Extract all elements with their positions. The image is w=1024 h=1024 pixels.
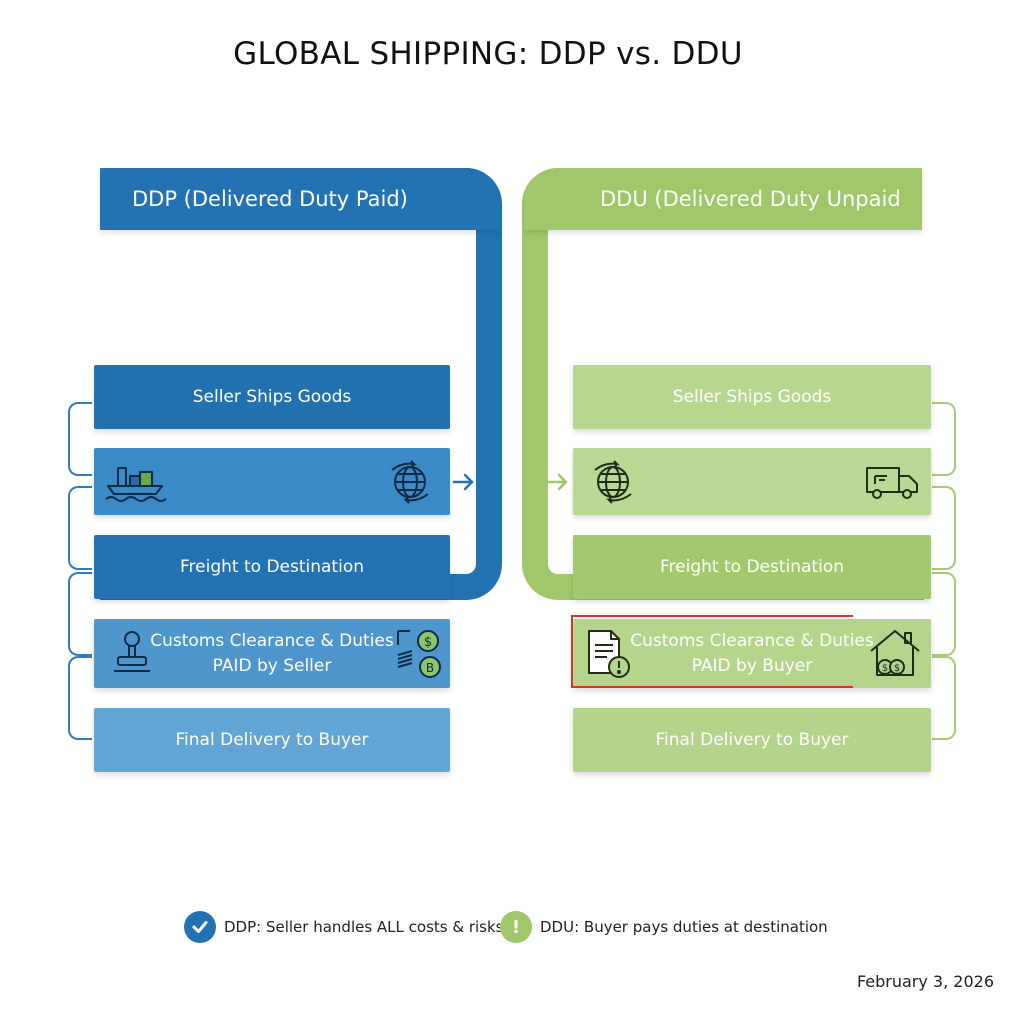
ddp-step-label: Final Delivery to Buyer (175, 730, 369, 750)
ddu-step-label: Freight to Destination (660, 557, 844, 577)
ddu-customs-text: Customs Clearance & Duties PAID by Buyer (630, 629, 873, 679)
ddp-customs-line1: Customs Clearance & Duties (150, 630, 394, 651)
delivery-truck-icon (866, 467, 918, 499)
stamp-icon (114, 631, 150, 672)
page-title: GLOBAL SHIPPING: DDP vs. DDU (233, 36, 743, 72)
svg-text:B: B (426, 661, 434, 675)
legend-ddu-text: DDU: Buyer pays duties at destination (540, 918, 828, 936)
arrow-right-icon (546, 473, 568, 491)
ddu-step-transport-icons (573, 448, 931, 515)
ddu-connector (932, 402, 956, 476)
ddu-connector (932, 656, 956, 740)
exclamation-icon: ! (500, 911, 532, 943)
ddp-step-label: Seller Ships Goods (192, 387, 352, 407)
svg-text:$: $ (882, 663, 888, 674)
date-label: February 3, 2026 (856, 972, 994, 991)
legend-ddp-text: DDP: Seller handles ALL costs & risks (224, 918, 504, 936)
ddp-step-customs: Customs Clearance & Duties PAID by Selle… (94, 619, 450, 688)
ddu-step-label: Final Delivery to Buyer (655, 730, 849, 750)
document-alert-icon (588, 630, 630, 678)
ddp-header: DDP (Delivered Duty Paid) (100, 168, 500, 230)
ddp-step-transport-icons (94, 448, 450, 515)
ddu-step-final-delivery: Final Delivery to Buyer (573, 708, 931, 772)
legend-ddp: DDP: Seller handles ALL costs & risks (184, 910, 504, 944)
ddu-step-label: Seller Ships Goods (672, 387, 832, 407)
arrow-right-icon (452, 473, 474, 491)
house-money-icon: $ $ (870, 630, 920, 676)
ddu-connector (932, 486, 956, 570)
ddp-connector (68, 572, 92, 656)
ddp-connector (68, 656, 92, 740)
ddu-customs-line1: Customs Clearance & Duties (630, 630, 874, 651)
ddp-step-seller-ships: Seller Ships Goods (94, 365, 450, 429)
globe-icon (391, 460, 429, 504)
money-stack-icon: $ B (397, 630, 441, 678)
ddu-customs-line2: PAID by Buyer (691, 655, 813, 676)
cargo-ship-icon (105, 467, 167, 502)
svg-text:$: $ (894, 663, 900, 674)
ddp-connector (68, 486, 92, 570)
checkmark-icon (184, 911, 216, 943)
globe-icon (594, 460, 632, 504)
ddu-step-seller-ships: Seller Ships Goods (573, 365, 931, 429)
ddp-step-label: Freight to Destination (180, 557, 364, 577)
ddp-connector (68, 402, 92, 476)
ddu-header: DDU (Delivered Duty Unpaid (524, 168, 922, 230)
ddp-customs-line2: PAID by Seller (212, 655, 332, 676)
ddu-connector (932, 572, 956, 656)
ddp-step-final-delivery: Final Delivery to Buyer (94, 708, 450, 772)
ddp-customs-text: Customs Clearance & Duties PAID by Selle… (150, 629, 393, 679)
svg-text:$: $ (424, 635, 432, 650)
legend-ddu: ! DDU: Buyer pays duties at destination (500, 910, 828, 944)
ddu-step-freight: Freight to Destination (573, 535, 931, 599)
ddp-step-freight: Freight to Destination (94, 535, 450, 599)
ddu-step-customs: Customs Clearance & Duties PAID by Buyer… (573, 619, 931, 688)
